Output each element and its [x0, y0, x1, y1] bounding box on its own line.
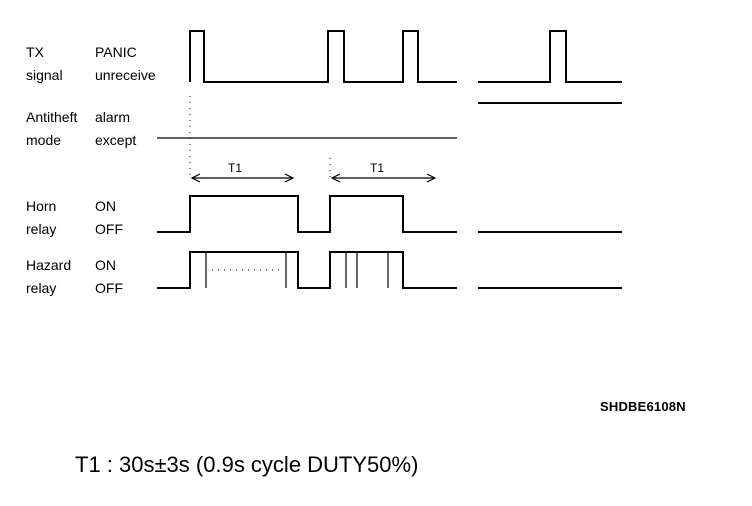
tx-signal-labels: TX signal PANIC unreceive — [26, 44, 156, 83]
hazard-state-high: ON — [95, 257, 116, 273]
antitheft-label-line2: mode — [26, 132, 61, 148]
hazard-label-line2: relay — [26, 280, 56, 296]
antitheft-mode-labels: Antitheft mode alarm except — [26, 109, 136, 148]
tx-waveform — [189, 30, 457, 83]
tx-state-high: PANIC — [95, 44, 137, 60]
horn-label-line1: Horn — [26, 198, 56, 214]
hazard-waveform — [157, 251, 457, 289]
t1-interval-second: T1 — [330, 161, 437, 183]
hazard-state-low: OFF — [95, 280, 123, 296]
hazard-pulse-edges — [205, 252, 389, 288]
tx-waveform-later — [478, 30, 622, 83]
horn-label-line2: relay — [26, 221, 56, 237]
tx-label-line1: TX — [26, 44, 45, 60]
hazard-label-line1: Hazard — [26, 257, 71, 273]
horn-state-high: ON — [95, 198, 116, 214]
hazard-relay-labels: Hazard relay ON OFF — [26, 257, 123, 296]
horn-state-low: OFF — [95, 221, 123, 237]
antitheft-label-line1: Antitheft — [26, 109, 77, 125]
t1-interval-first: T1 — [190, 161, 295, 183]
t1-footnote: T1 : 30s±3s (0.9s cycle DUTY50%) — [75, 452, 419, 477]
horn-relay-labels: Horn relay ON OFF — [26, 198, 123, 237]
document-code: SHDBE6108N — [600, 399, 686, 414]
tx-state-low: unreceive — [95, 67, 156, 83]
antitheft-state-low: except — [95, 132, 136, 148]
t1-label-second: T1 — [370, 161, 384, 175]
antitheft-state-high: alarm — [95, 109, 130, 125]
horn-waveform — [157, 195, 457, 233]
tx-label-line2: signal — [26, 67, 63, 83]
t1-label-first: T1 — [228, 161, 242, 175]
